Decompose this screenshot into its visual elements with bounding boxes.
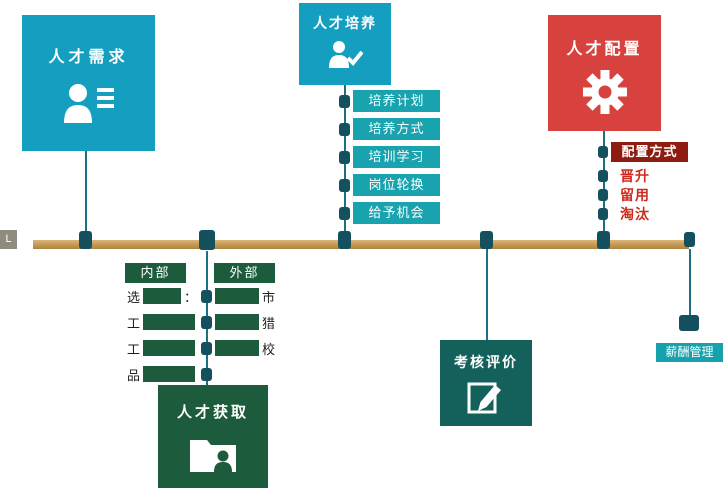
internal-header: 内部 (125, 263, 186, 283)
chain-dot (339, 95, 350, 108)
chain-dot (598, 208, 608, 220)
row-text: 工 (127, 341, 141, 357)
briefcase-mini-icon (679, 315, 699, 331)
row-text: 工 (127, 315, 141, 331)
redacted-block (215, 340, 259, 356)
chain-dot (598, 170, 608, 182)
talent-acquisition-card: 人才获取 (158, 385, 268, 488)
connector-dot (79, 231, 92, 249)
row-text: ： (184, 289, 198, 305)
connector-line-demand (85, 151, 87, 240)
allocation-method-label: 配置方式 (611, 142, 688, 162)
training-item-label: 岗位轮换 (353, 174, 440, 196)
row-text: 猎 (262, 315, 276, 331)
chain-dot (339, 207, 350, 220)
evaluation-card: 考核评价 (440, 340, 532, 426)
chain-dot (201, 290, 212, 303)
chain-dot (339, 151, 350, 164)
chain-dot (201, 342, 212, 355)
row-text: 市 (262, 289, 276, 305)
connector-line-allocation (603, 131, 605, 240)
training-item-label: 培养计划 (353, 90, 440, 112)
allocation-item: 淘汰 (620, 206, 650, 222)
connector-dot (480, 231, 493, 249)
connector-line-compensation (689, 249, 691, 315)
talent-training-card: 人才培养 (299, 3, 391, 85)
connector-line-evaluation (486, 249, 488, 340)
redacted-block (215, 288, 259, 304)
person-check-icon (327, 40, 363, 70)
chain-dot (339, 123, 350, 136)
training-item-label: 给予机会 (353, 202, 440, 224)
redacted-block (143, 366, 196, 382)
connector-dot (338, 231, 351, 249)
pencil-icon (467, 381, 505, 415)
timeline-left-cap: L (0, 230, 17, 249)
row-text: 选 (127, 289, 141, 305)
gear-icon (582, 69, 628, 115)
training-item-label: 培训学习 (353, 146, 440, 168)
chain-dot (598, 146, 608, 158)
person-list-icon (61, 81, 117, 127)
talent-demand-title: 人才需求 (48, 49, 129, 66)
chain-dot (598, 189, 608, 201)
row-text: 品 (127, 367, 141, 383)
redacted-block (143, 314, 196, 330)
external-row: 校 (215, 339, 275, 357)
redacted-block (143, 288, 182, 304)
internal-row: 品 (127, 365, 196, 383)
talent-allocation-title: 人才配置 (566, 41, 643, 58)
folder-person-icon (188, 434, 238, 474)
row-text: 校 (262, 341, 276, 357)
connector-dot (199, 230, 215, 250)
allocation-item: 晋升 (620, 168, 650, 184)
connector-dot (684, 232, 695, 247)
internal-row: 选 ： (127, 287, 197, 305)
external-row: 猎 (215, 313, 275, 331)
talent-training-title: 人才培养 (313, 15, 377, 31)
internal-row: 工 (127, 313, 196, 331)
connector-dot (597, 231, 610, 249)
external-header: 外部 (214, 263, 275, 283)
evaluation-title: 考核评价 (454, 354, 518, 370)
chain-dot (201, 368, 212, 381)
chain-dot (339, 179, 350, 192)
redacted-block (215, 314, 259, 330)
talent-acquisition-title: 人才获取 (176, 404, 249, 421)
chain-dot (201, 316, 212, 329)
allocation-item: 留用 (620, 187, 650, 203)
external-row: 市 (215, 287, 275, 305)
redacted-block (143, 340, 196, 356)
compensation-bar: 薪酬管理 (656, 343, 723, 362)
timeline-bar (33, 240, 689, 249)
talent-demand-card: 人才需求 (22, 15, 155, 151)
training-item-label: 培养方式 (353, 118, 440, 140)
internal-row: 工 (127, 339, 196, 357)
talent-allocation-card: 人才配置 (548, 15, 661, 131)
